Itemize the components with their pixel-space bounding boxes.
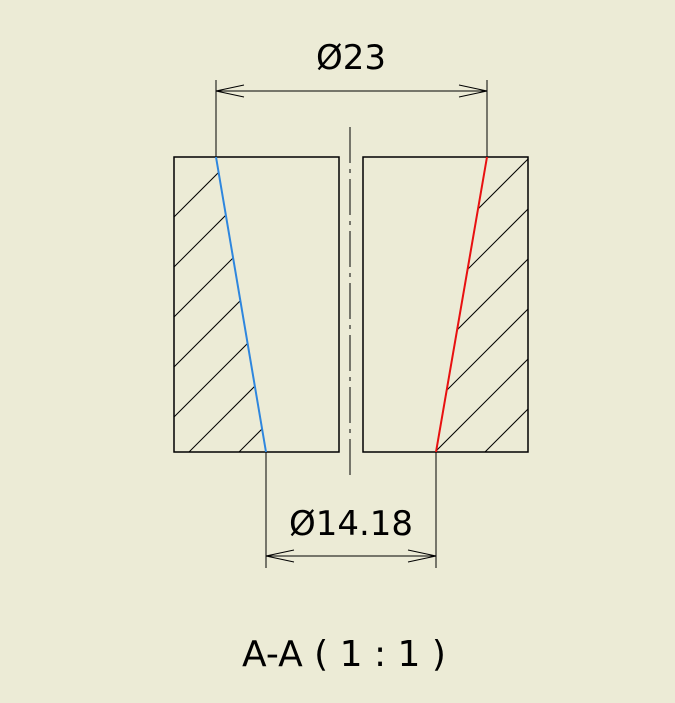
top-diameter-label: Ø23 [316, 38, 386, 78]
left-section-outline [173, 156, 340, 453]
top-arrow-left [215, 84, 245, 98]
bottom-diameter-label: Ø14.18 [289, 504, 413, 544]
top-diameter-dimension [215, 80, 488, 157]
left-hatching [174, 157, 266, 452]
section-view-title: A-A ( 1 : 1 ) [242, 634, 446, 675]
left-section-part [173, 156, 340, 453]
bottom-arrow-right [407, 549, 437, 563]
right-taper-edge [435, 156, 488, 453]
bottom-diameter-dimension [265, 452, 437, 568]
left-taper-edge [215, 156, 267, 453]
top-arrow-right [458, 84, 488, 98]
bottom-arrow-left [265, 549, 295, 563]
right-section-outline [362, 156, 529, 453]
